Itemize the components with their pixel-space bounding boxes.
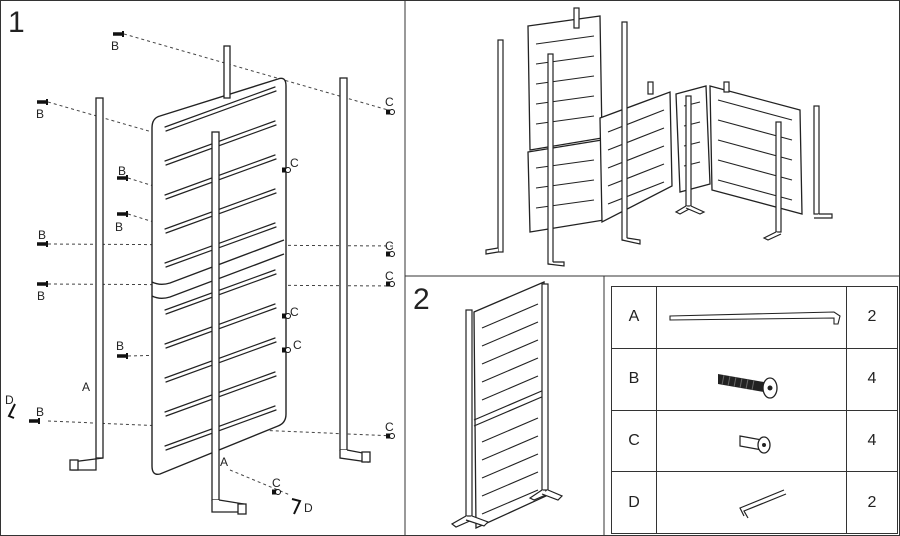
label-b: B xyxy=(37,289,45,303)
label-c: C xyxy=(272,476,281,490)
parts-row: D 2 xyxy=(611,471,898,534)
label-c: C xyxy=(290,156,299,170)
part-illustration xyxy=(656,286,847,349)
part-letter: D xyxy=(611,471,657,534)
step1-exploded-view: B B B B B B B B C C C C C C C C D D A A xyxy=(5,29,396,515)
label-b: B xyxy=(116,339,124,353)
label-a: A xyxy=(82,380,90,394)
parts-row: B 4 xyxy=(611,347,898,411)
label-c: C xyxy=(385,95,394,109)
label-c: C xyxy=(385,420,394,434)
rod-front xyxy=(211,131,247,515)
label-a: A xyxy=(220,455,228,469)
part-letter: C xyxy=(611,409,657,473)
step1-labels: B B B B B B B B C C C C C C C C D D A A xyxy=(5,39,394,515)
part-quantity: 4 xyxy=(846,409,898,473)
assembled-overview xyxy=(485,7,833,267)
parts-row: C 4 xyxy=(611,409,898,473)
label-b: B xyxy=(118,164,126,178)
rod-left xyxy=(69,97,104,471)
label-c: C xyxy=(293,338,302,352)
part-illustration xyxy=(656,409,847,473)
overview-right-panel xyxy=(709,85,803,215)
step-2-number: 2 xyxy=(413,283,430,316)
label-b: B xyxy=(36,405,44,419)
part-illustration xyxy=(656,471,847,534)
label-c: C xyxy=(385,239,394,253)
label-b: B xyxy=(111,39,119,53)
part-letter: B xyxy=(611,347,657,411)
overview-left-panel xyxy=(527,15,605,233)
rod-right xyxy=(339,77,371,463)
label-b: B xyxy=(36,107,44,121)
part-quantity: 4 xyxy=(846,347,898,411)
parts-row: A 2 xyxy=(611,286,898,349)
overview-middle-panel xyxy=(599,91,673,224)
part-letter: A xyxy=(611,286,657,349)
label-d: D xyxy=(304,501,313,515)
part-quantity: 2 xyxy=(846,286,898,349)
label-b: B xyxy=(115,220,123,234)
part-illustration xyxy=(656,347,847,411)
overview-rods xyxy=(485,7,833,267)
label-c: C xyxy=(385,269,394,283)
label-c: C xyxy=(290,305,299,319)
label-d: D xyxy=(5,393,14,407)
step-1-number: 1 xyxy=(8,6,25,39)
step2-assembled-unit xyxy=(450,281,564,530)
part-quantity: 2 xyxy=(846,471,898,534)
hex-keys-d xyxy=(7,403,302,515)
rod-back xyxy=(223,45,231,99)
overview-corner-panel xyxy=(675,85,711,193)
parts-table: A 2 B 4 C 4 D 2 xyxy=(611,286,898,534)
label-b: B xyxy=(38,228,46,242)
